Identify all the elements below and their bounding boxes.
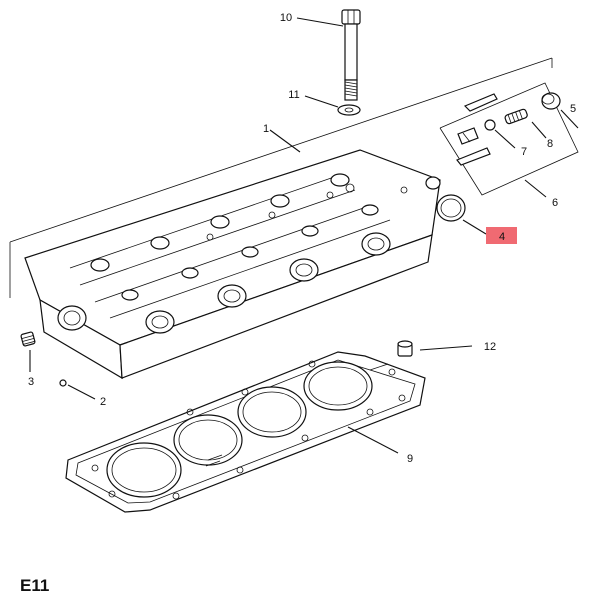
callout-8[interactable]: 8: [547, 138, 553, 150]
group-6-bracket: [439, 82, 579, 196]
callout-10[interactable]: 10: [280, 12, 292, 24]
dowel-part: [59, 379, 67, 387]
callout-1[interactable]: 1: [263, 123, 269, 135]
cylinder-head-part: [9, 57, 553, 380]
callout-11[interactable]: 11: [288, 89, 299, 101]
sleeve-part: [397, 340, 413, 357]
spring-part: [504, 108, 528, 125]
plug-part: [20, 331, 36, 347]
o-ring-part: [484, 119, 496, 131]
washer-part: [337, 104, 361, 116]
sealing-ring-part: [436, 194, 466, 222]
callout-9[interactable]: 9: [407, 453, 413, 465]
callout-6[interactable]: 6: [552, 197, 558, 209]
diagram-code: E11: [20, 576, 49, 595]
leader-lines: [29, 17, 579, 454]
clip-parts: [456, 93, 498, 166]
cap-plug-part: [541, 92, 561, 110]
callout-4[interactable]: 4: [499, 231, 505, 243]
callout-7[interactable]: 7: [521, 146, 527, 158]
head-gasket-part: [65, 351, 426, 513]
callout-12[interactable]: 12: [484, 341, 496, 353]
callout-labels: 10 11 1 5 7 8 6 4 3 2 12 9: [28, 12, 576, 465]
callout-3[interactable]: 3: [28, 376, 34, 388]
bolt-part: [341, 9, 361, 101]
callout-5[interactable]: 5: [570, 103, 576, 115]
callout-2[interactable]: 2: [100, 396, 106, 408]
callout-4-highlight: [486, 227, 517, 244]
